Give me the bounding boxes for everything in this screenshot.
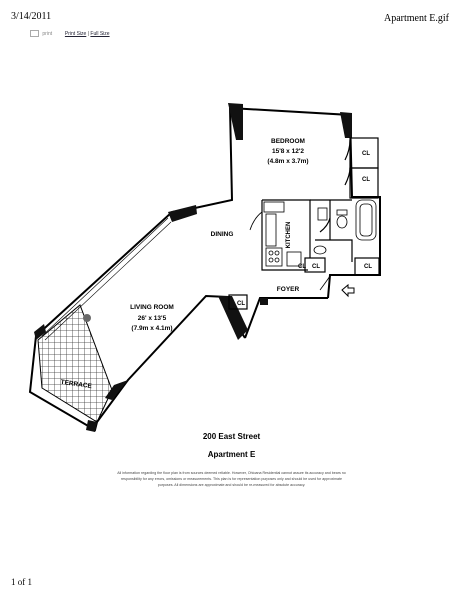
print-date: 3/14/2011 (11, 11, 52, 22)
disclaimer-line: All information regarding the floor plan… (117, 471, 346, 475)
print-size-link[interactable]: Print Size (64, 30, 87, 37)
door-swings (249, 211, 331, 291)
print-button[interactable]: print (42, 30, 53, 37)
disclaimer-line: responsibility for any errors, omissions… (120, 477, 343, 482)
fixtures (263, 199, 377, 267)
terrace-label: TERRACE (60, 379, 93, 390)
bedroom-label: BEDROOM (271, 138, 305, 145)
closet-label: CL (237, 301, 245, 307)
wall-fills (34, 103, 352, 432)
foyer-label: FOYER (277, 286, 300, 293)
closet-label: CL (362, 177, 370, 183)
closet-label: CL (364, 264, 372, 270)
print-toolbar: print Print Size | Full Size (30, 30, 110, 37)
kitchen-label: KITCHEN (286, 222, 292, 249)
entry-arrow-icon (341, 283, 355, 298)
disclaimer-line: purposes. All dimensions are approximate… (157, 483, 306, 488)
bedroom-dims-ft: 15'8 x 12'2 (272, 148, 304, 155)
page-indicator: 1 of 1 (11, 577, 32, 587)
toolbar-separator: | (87, 30, 90, 37)
inner-walls (228, 137, 380, 310)
disclaimer: All information regarding the floor plan… (60, 470, 403, 488)
plant-icon (83, 314, 91, 322)
windows (41, 217, 172, 341)
closet-label: CL (298, 264, 306, 270)
living-room-dims-m: (7.9m x 4.1m) (131, 325, 172, 332)
file-name: Apartment E.gif (384, 13, 449, 24)
closet-label: CL (312, 264, 320, 270)
full-size-link[interactable]: Full Size (90, 30, 110, 37)
printer-icon[interactable] (30, 30, 39, 37)
living-room-dims-ft: 26' x 13'5 (138, 315, 167, 322)
bedroom-dims-m: (4.8m x 3.7m) (267, 158, 308, 165)
terrace-area (37, 304, 113, 423)
closet-label: CL (362, 151, 370, 157)
living-room-label: LIVING ROOM (130, 304, 174, 311)
unit-name: Apartment E (207, 450, 256, 459)
dining-label: DINING (211, 231, 234, 238)
building-name: 200 East Street (202, 432, 261, 441)
